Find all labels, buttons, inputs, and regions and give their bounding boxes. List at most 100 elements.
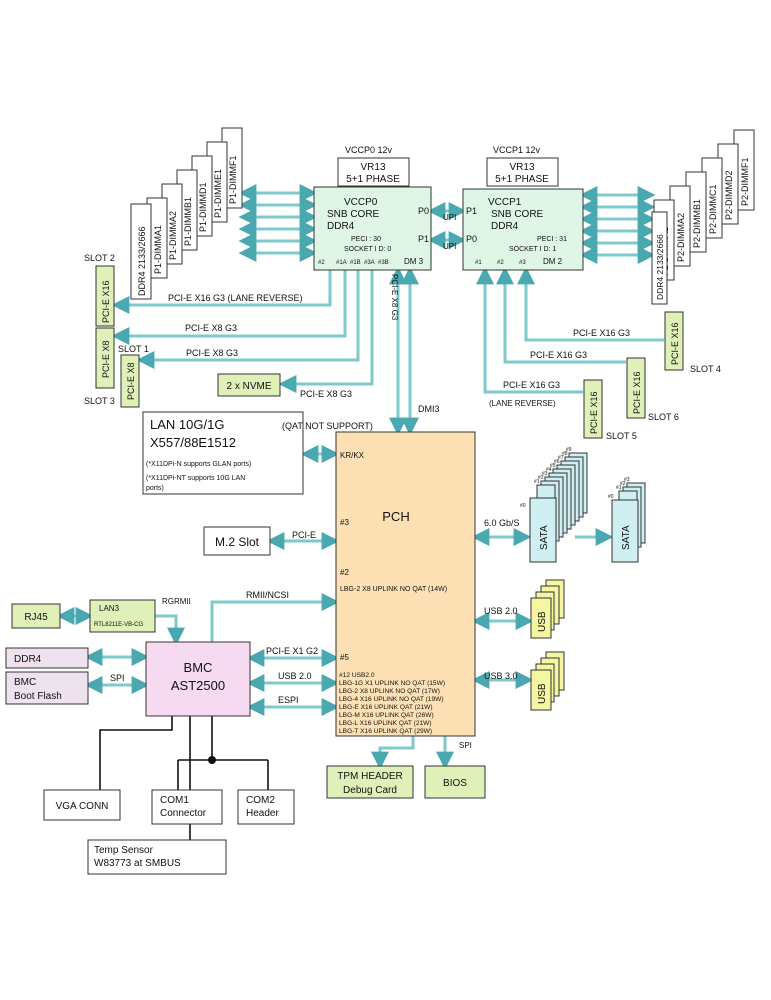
pch-port-2: #2 (340, 568, 349, 577)
cpu0-block: VCCP0 SNB CORE DDR4 PECI : 30 SOCKET I D… (313, 186, 432, 271)
slot5-text: PCI-E X16 (589, 391, 599, 434)
p1-dimm-stack: P1-DIMMF1 P1-DIMME1 P1-DIMMD1 P1-DIMMB1 … (130, 127, 243, 300)
lan3-chip: RTL8211E-VB-CG (94, 622, 143, 628)
vr-cpu1-line1: VR13 (509, 162, 534, 173)
sata-label-a: SATA (539, 525, 550, 550)
pch-krkx: KR/KX (340, 451, 365, 460)
sata-speed: 6.0 Gb/S (484, 518, 520, 528)
pch-box (335, 431, 476, 737)
cpu0-port-p0: P0 (418, 206, 429, 216)
nvme-label: 2 x NVME (226, 381, 271, 392)
cpu0-socket: SOCKET I D: 0 (344, 246, 391, 253)
bmc-block: BMC AST2500 (145, 641, 251, 717)
m2-link: PCI-E (292, 530, 316, 540)
lan-10g-box (142, 411, 304, 495)
sata-port-num: #7 (558, 455, 564, 461)
cpu1-block: VCCP1 SNB CORE DDR4 PECI : 31 SOCKET I D… (462, 188, 584, 271)
vga-conn-label: VGA CONN (56, 801, 109, 812)
usb3-label: USB (537, 683, 548, 704)
slot1 (120, 354, 140, 408)
link-x16-slot4: PCI-E X16 G3 (573, 328, 630, 338)
cpu1-dm: DM 2 (543, 257, 563, 266)
pch-sku-line: LBG-M X16 UPLINK QAT (26W) (339, 712, 434, 719)
bmc-ddr4-label: DDR4 (14, 654, 42, 665)
sata-port-num: #8 (562, 451, 568, 457)
slot6 (626, 357, 646, 419)
cpu1-socket: SOCKET I D: 1 (509, 246, 556, 253)
com2-line2: Header (246, 808, 279, 819)
pch-sku-line: LBG-E X16 UPLINK QAT (21W) (339, 704, 433, 711)
cpu1-peci: PECI : 31 (537, 236, 567, 243)
pch-sku-line: LBG-1G X1 UPLINK NO QAT (15W) (339, 680, 445, 687)
m2-slot-label: M.2 Slot (215, 535, 260, 549)
lan3-box (89, 599, 156, 633)
bmc-box (145, 641, 251, 717)
usb3-stack: USB (530, 651, 565, 711)
pch-sku-line: #12 USB2.0 (339, 672, 375, 679)
cpu1-name: VCCP1 (488, 197, 522, 208)
upi-label-bottom: UPI (443, 242, 456, 251)
sata-port-num: #1 (534, 479, 540, 485)
dimm-label: P2-DIMMB1 (692, 199, 702, 248)
slot5-label: SLOT 5 (606, 431, 637, 441)
lan-note-3: ports) (146, 485, 164, 492)
vr-cpu1-line2: 5+1 PHASE (495, 174, 549, 185)
pch-port-5: #5 (340, 653, 349, 662)
lan-10g-block: LAN 10G/1G X557/88E1512 (*X11DPi-N suppo… (142, 411, 304, 495)
sata-port-num: #2 (620, 481, 626, 487)
slot2 (95, 265, 115, 327)
link-x16-slot6: PCI-E X16 G3 (530, 350, 587, 360)
pch-port-3: #3 (340, 518, 349, 527)
lan-title-2: X557/88E1512 (150, 435, 236, 450)
cpu1-memory: DDR4 (491, 221, 519, 232)
cpu0-lane: #1B (350, 260, 361, 266)
vr-cpu1-label: VCCP1 12v (493, 145, 541, 155)
cpu0-lane: #3B (378, 260, 389, 266)
dimm-label: P2-DIMMF1 (740, 157, 750, 206)
bmc-pcie-x1: PCI-E X1 G2 (266, 646, 318, 656)
usb20-link: USB 2.0 (484, 606, 518, 616)
sata-port-num: #5 (550, 463, 556, 469)
bus-lines (56, 184, 664, 770)
cpu0-port-p1: P1 (418, 234, 429, 244)
sata-stack-b: #3 #2 #1 #0 SATA (608, 477, 646, 563)
ddr4-speed-p2: DDR4 2133/2666 (655, 234, 665, 300)
bmc-usb20: USB 2.0 (278, 671, 312, 681)
vr13-cpu0-box (337, 157, 410, 187)
cpu0-core: SNB CORE (327, 209, 380, 220)
cpu1-box (462, 188, 584, 271)
dimm-label: P1-DIMMF1 (228, 155, 238, 204)
sata-port-num: #2 (538, 475, 544, 481)
pcie-slots: SLOT 2 PCI-E X16 PCI-E X8 SLOT 3 SLOT 1 … (84, 253, 721, 441)
bmc-ddr4-box (5, 647, 89, 669)
link-dmi3: DMI3 (418, 404, 440, 414)
rj45-label: RJ45 (24, 612, 48, 623)
tpm-header-box (326, 765, 414, 799)
cpu0-dm: DM 3 (404, 257, 424, 266)
cpu0-lane: #1A (336, 260, 347, 266)
cpu0-lane: #2 (318, 260, 325, 266)
usb2-stack: USB (530, 579, 565, 639)
sata-port-num: #1 (616, 485, 622, 491)
slot4-label: SLOT 4 (690, 364, 721, 374)
ddr4-speed-p1: DDR4 2133/2666 (137, 226, 147, 296)
slot4-text: PCI-E X16 (670, 322, 680, 365)
slot2-label: SLOT 2 (84, 253, 115, 263)
qat-not-support: (QAT NOT SUPPORT) (282, 421, 373, 431)
dimm-label: P1-DIMME1 (213, 169, 223, 218)
pch-uplink: LBG-2 X8 UPLINK NO QAT (14W) (340, 586, 447, 593)
pch-title: PCH (382, 509, 409, 524)
cpu1-core: SNB CORE (491, 209, 544, 220)
slot4 (664, 311, 684, 371)
sata-port-num: #0 (608, 494, 614, 500)
link-x16-slot5: PCI-E X16 G3 (503, 380, 560, 390)
link-x16-lane-reverse: PCI-E X16 G3 (LANE REVERSE) (168, 293, 303, 303)
bmc-flash-line2: Boot Flash (14, 691, 62, 702)
lan-title-1: LAN 10G/1G (150, 417, 224, 432)
temp-line1: Temp Sensor (94, 845, 154, 856)
sata-port-num: #4 (546, 467, 552, 473)
com1-box (151, 789, 223, 825)
m2-slot-box (203, 526, 271, 556)
spi-label: SPI (459, 741, 472, 750)
com2-box (237, 789, 295, 825)
